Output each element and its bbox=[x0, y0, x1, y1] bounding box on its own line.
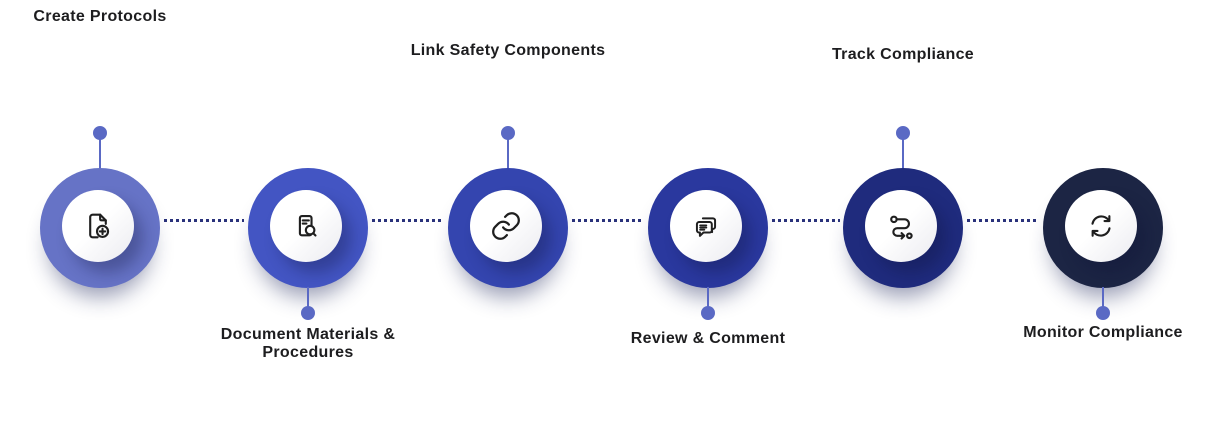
stem-dot bbox=[301, 306, 315, 320]
step-ring bbox=[648, 168, 768, 288]
sync-icon bbox=[1091, 215, 1111, 237]
stem-dot bbox=[701, 306, 715, 320]
step-label: Create Protocols bbox=[33, 8, 167, 25]
step-ring bbox=[248, 168, 368, 288]
step-ring bbox=[843, 168, 963, 288]
link-icon bbox=[492, 212, 520, 240]
step-disc bbox=[62, 190, 134, 262]
chat-bubbles-icon bbox=[695, 217, 717, 237]
step-monitor-compliance: Monitor Compliance bbox=[1023, 0, 1182, 429]
stem-line bbox=[707, 287, 709, 307]
step-link-safety-components: Link Safety Components bbox=[411, 0, 605, 429]
step-ring bbox=[448, 168, 568, 288]
step-track-compliance: Track Compliance bbox=[832, 0, 974, 429]
step-disc bbox=[1065, 190, 1137, 262]
dotted-connector bbox=[572, 219, 644, 222]
step-label: Link Safety Components bbox=[410, 42, 606, 59]
step-disc bbox=[865, 190, 937, 262]
step-review-comment: Review & Comment bbox=[631, 0, 785, 429]
step-ring bbox=[40, 168, 160, 288]
dotted-connector bbox=[164, 219, 244, 222]
step-disc bbox=[270, 190, 342, 262]
dotted-connector bbox=[772, 219, 840, 222]
step-label: Review & Comment bbox=[630, 330, 786, 347]
step-document-materials-procedures: Document Materials & Procedures bbox=[221, 0, 395, 429]
file-search-icon bbox=[298, 215, 317, 237]
stem-line bbox=[1102, 287, 1104, 307]
step-label: Track Compliance bbox=[831, 46, 975, 63]
file-plus-icon bbox=[89, 213, 110, 239]
stem-line bbox=[307, 287, 309, 307]
stem-line bbox=[507, 139, 509, 169]
step-disc bbox=[470, 190, 542, 262]
step-ring bbox=[1043, 168, 1163, 288]
dotted-connector bbox=[372, 219, 444, 222]
step-label: Document Materials & Procedures bbox=[220, 326, 396, 362]
step-disc bbox=[670, 190, 742, 262]
stem-dot bbox=[93, 126, 107, 140]
route-icon bbox=[890, 215, 913, 240]
step-create-protocols: Create Protocols bbox=[33, 0, 166, 429]
stem-dot bbox=[501, 126, 515, 140]
stem-dot bbox=[896, 126, 910, 140]
stem-line bbox=[902, 139, 904, 169]
step-label: Monitor Compliance bbox=[1023, 324, 1183, 341]
dotted-connector bbox=[967, 219, 1039, 222]
stem-line bbox=[99, 139, 101, 169]
stem-dot bbox=[1096, 306, 1110, 320]
